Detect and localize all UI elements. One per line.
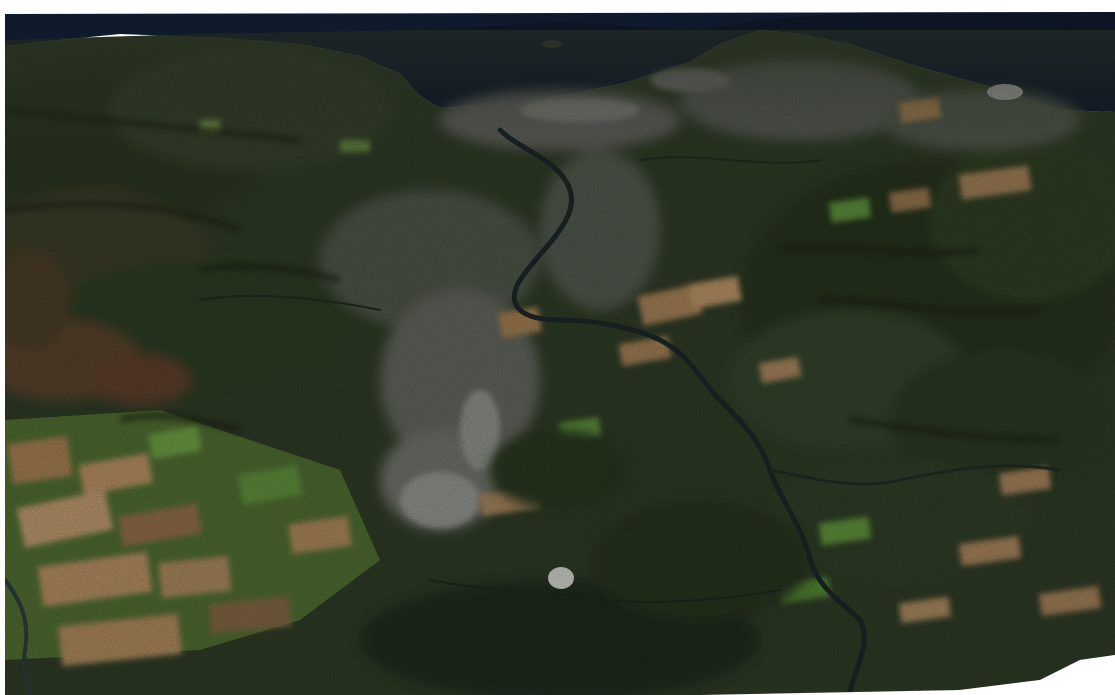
image-edge-mask	[940, 655, 1115, 695]
atmospheric-haze	[5, 30, 1115, 150]
